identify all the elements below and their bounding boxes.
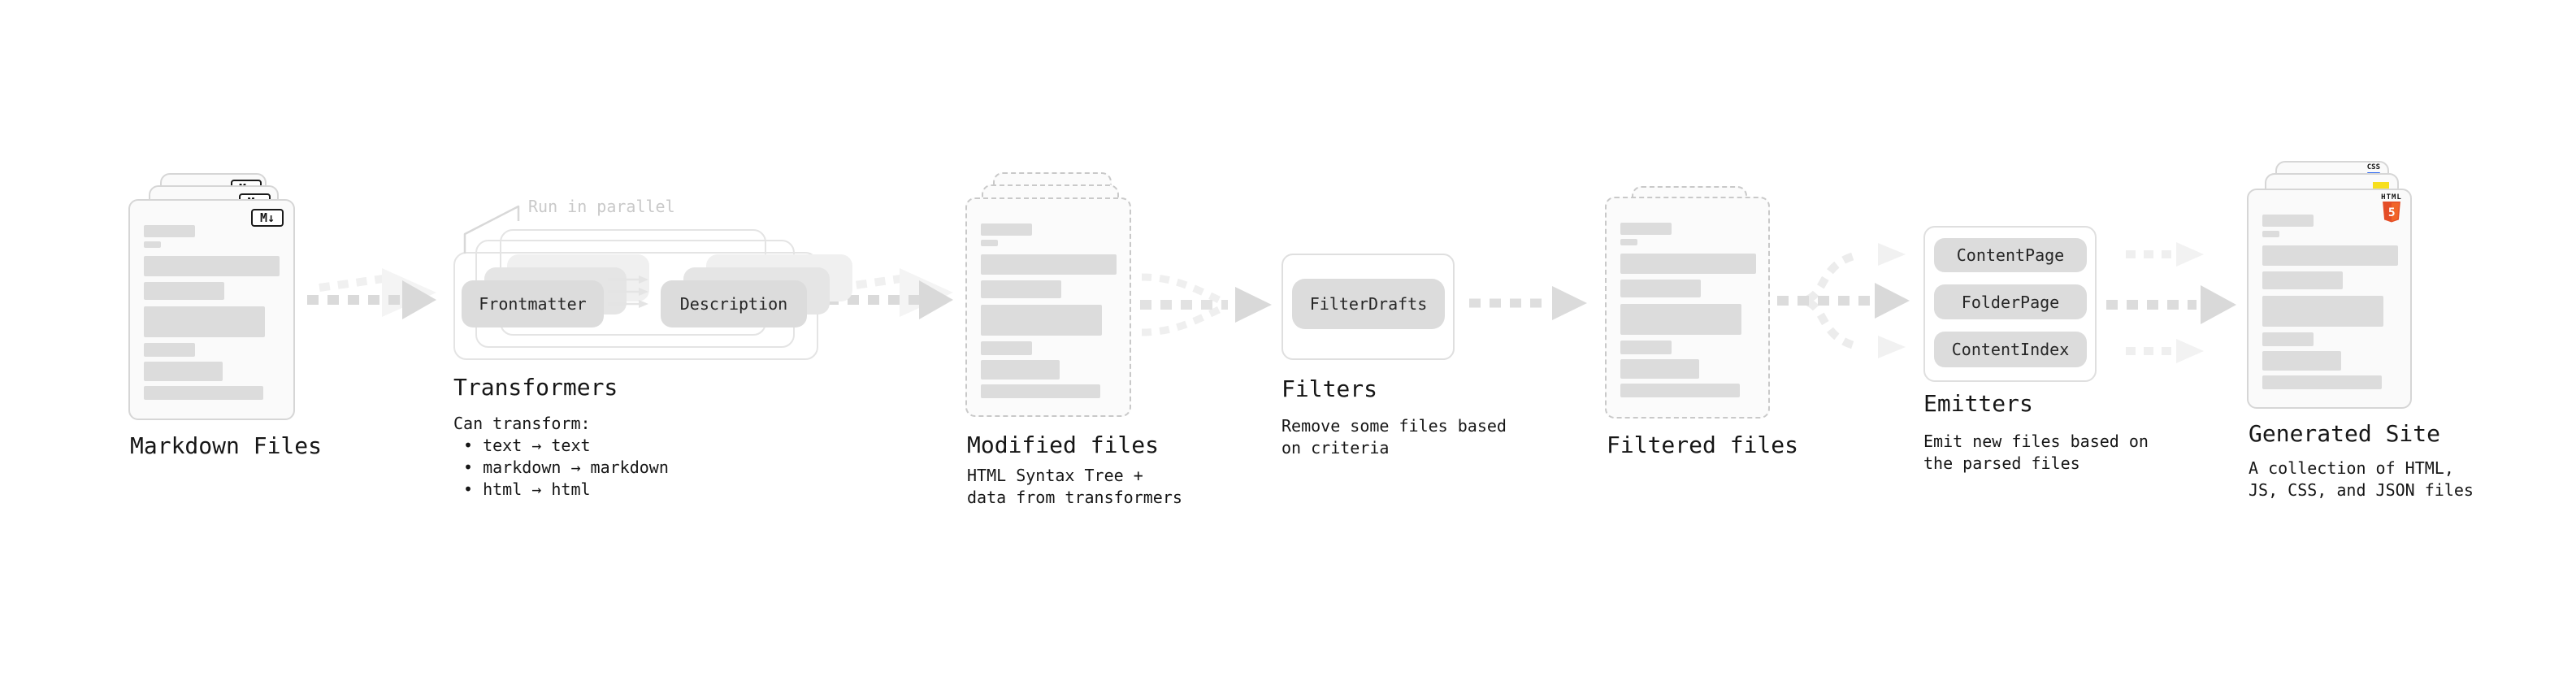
- stage-label-filters: Filters: [1281, 375, 1378, 402]
- generated-html-file-card: HTML 5: [2247, 189, 2412, 409]
- flow-arrow-filters-to-filtered: [1469, 286, 1587, 320]
- generated-site-caption-line1: A collection of HTML,: [2249, 458, 2454, 478]
- placeholder-bar: [1620, 359, 1699, 379]
- placeholder-bar: [1620, 304, 1741, 335]
- stage-label-modified-files: Modified files: [967, 432, 1160, 458]
- contentpage-pill: ContentPage: [1934, 238, 2087, 272]
- modified-files-caption-line2: data from transformers: [967, 488, 1182, 507]
- stage-label-markdown-files: Markdown Files: [130, 432, 323, 459]
- placeholder-bar: [144, 386, 263, 400]
- placeholder-bar: [144, 225, 195, 237]
- markdown-icon: M↓: [251, 209, 284, 227]
- stage-label-filtered-files: Filtered files: [1607, 432, 1799, 458]
- flow-arrow-filtered-to-emitters: [1777, 243, 1910, 358]
- placeholder-bar: [981, 360, 1060, 380]
- emitters-caption-line1: Emit new files based on: [1923, 432, 2149, 451]
- placeholder-bar: [144, 241, 161, 248]
- flow-arrow-markdown-to-transformers: [307, 268, 436, 319]
- flow-arrow-modified-to-filters: [1140, 273, 1272, 336]
- placeholder-bar: [981, 305, 1102, 336]
- html5-icon: HTML 5: [2381, 193, 2402, 227]
- modified-file-card: [965, 197, 1131, 417]
- placeholder-bar: [144, 362, 223, 381]
- transformers-bullet-2: • markdown → markdown: [463, 458, 669, 477]
- contentindex-pill: ContentIndex: [1934, 332, 2087, 367]
- placeholder-bar: [981, 240, 998, 246]
- svg-text:5: 5: [2388, 206, 2396, 219]
- placeholder-bar: [2262, 231, 2279, 237]
- placeholder-bar: [981, 223, 1032, 236]
- frontmatter-pill: Frontmatter: [462, 280, 604, 327]
- placeholder-bar: [2262, 351, 2341, 371]
- placeholder-bar: [981, 341, 1032, 355]
- stage-label-generated-site: Generated Site: [2249, 420, 2441, 447]
- run-in-parallel-annotation: Run in parallel: [528, 197, 675, 216]
- placeholder-bar: [2262, 245, 2398, 266]
- placeholder-bar: [2262, 271, 2343, 289]
- placeholder-bar: [144, 306, 265, 337]
- placeholder-bar: [1620, 239, 1637, 245]
- stage-label-emitters: Emitters: [1923, 390, 2033, 417]
- filters-caption-line1: Remove some files based: [1281, 416, 1507, 436]
- filterdrafts-pill: FilterDrafts: [1292, 279, 1445, 329]
- placeholder-bar: [1620, 280, 1701, 297]
- placeholder-bar: [981, 384, 1100, 398]
- modified-files-caption-line1: HTML Syntax Tree +: [967, 466, 1143, 485]
- description-pill: Description: [661, 280, 807, 327]
- placeholder-bar: [981, 254, 1117, 275]
- folderpage-pill: FolderPage: [1934, 284, 2087, 319]
- placeholder-bar: [1620, 254, 1756, 274]
- placeholder-bar: [144, 282, 224, 300]
- placeholder-bar: [2262, 375, 2382, 389]
- placeholder-bar: [1620, 223, 1672, 235]
- placeholder-bar: [981, 280, 1061, 298]
- transformers-caption-title: Can transform:: [453, 414, 591, 433]
- flow-arrow-transformers-to-modified: [827, 268, 953, 319]
- transformers-bullet-1: • text → text: [463, 436, 591, 455]
- placeholder-bar: [144, 343, 195, 357]
- markdown-file-card: M↓: [128, 199, 295, 420]
- transform-step-arrows: [608, 275, 648, 308]
- flow-arrow-emitters-to-generated: [2106, 242, 2236, 363]
- annotation-leader-line: [463, 205, 520, 254]
- emitters-caption-line2: the parsed files: [1923, 453, 2080, 473]
- placeholder-bar: [2262, 215, 2314, 227]
- filters-caption-line2: on criteria: [1281, 438, 1390, 458]
- transformers-bullet-3: • html → html: [463, 479, 591, 499]
- stage-label-transformers: Transformers: [453, 374, 618, 401]
- placeholder-bar: [1620, 340, 1672, 354]
- generated-site-caption-line2: JS, CSS, and JSON files: [2249, 480, 2474, 500]
- placeholder-bar: [144, 256, 280, 276]
- placeholder-bar: [1620, 384, 1740, 397]
- filtered-file-card: [1605, 197, 1770, 419]
- placeholder-bar: [2262, 296, 2383, 327]
- placeholder-bar: [2262, 332, 2314, 346]
